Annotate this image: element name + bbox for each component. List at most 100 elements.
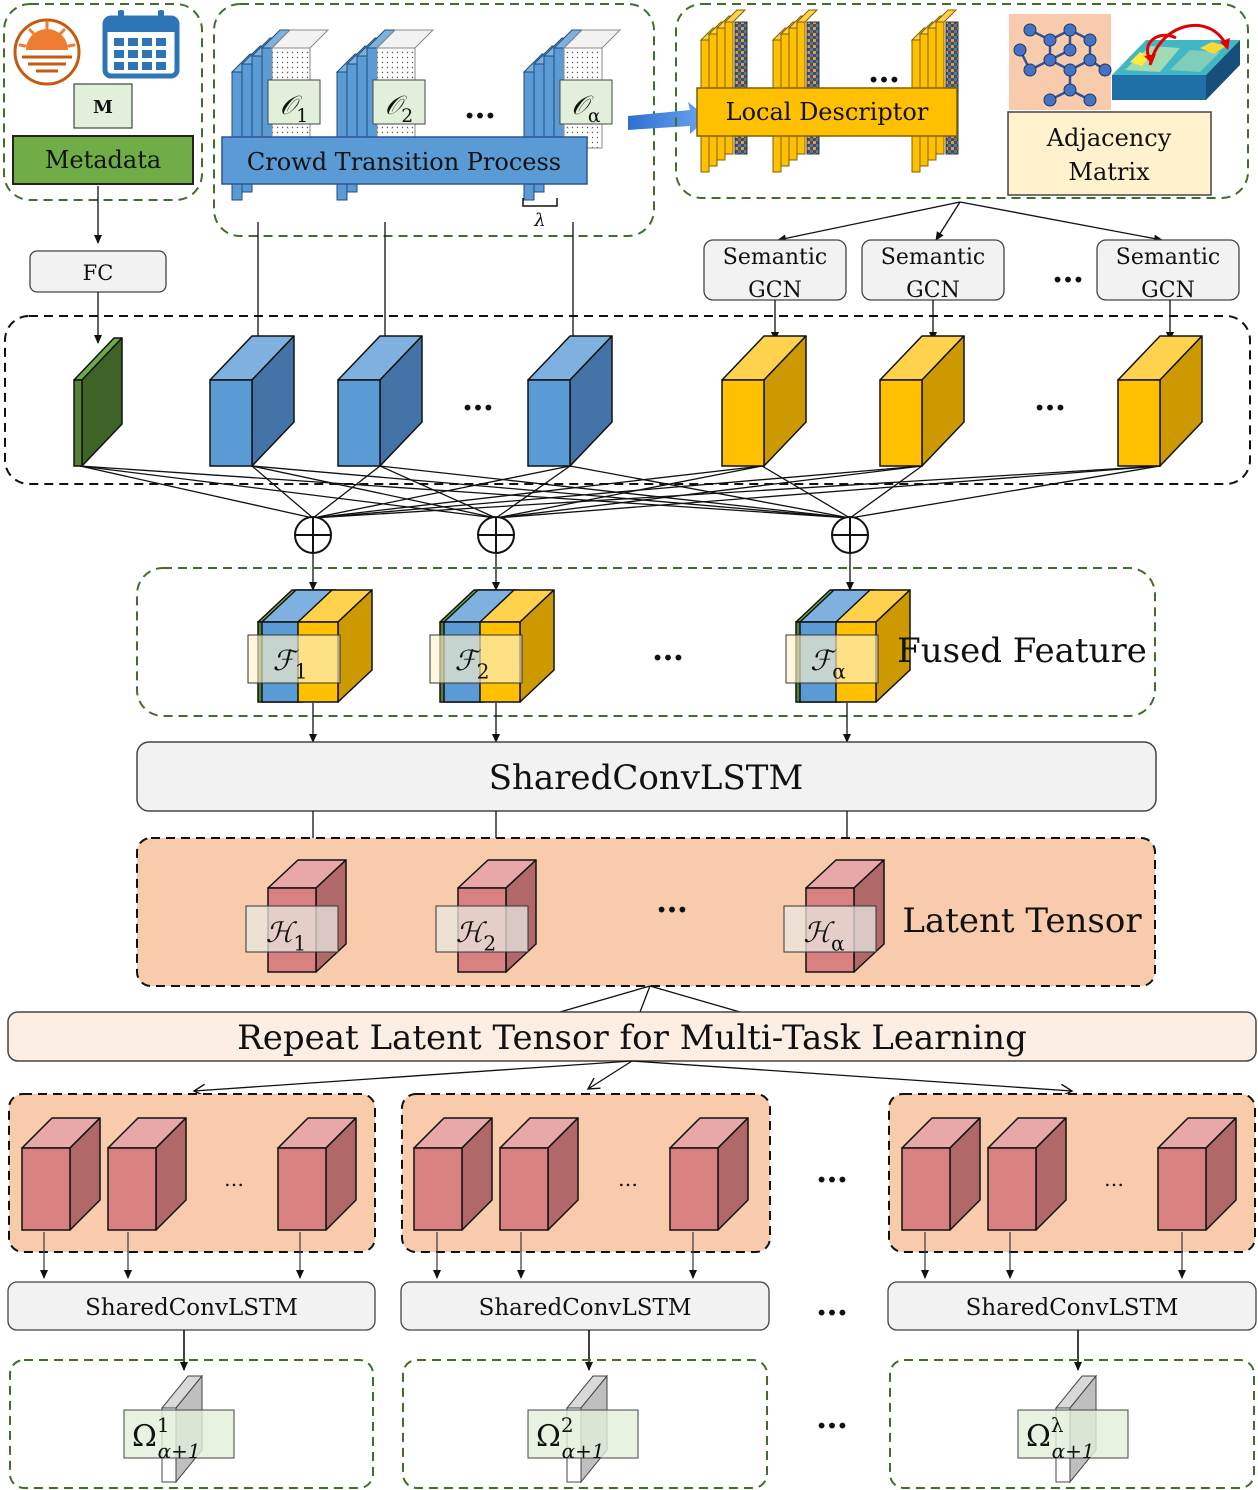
shared-convlstm-main-label: SharedConvLSTM: [489, 758, 804, 798]
repeat-label: Repeat Latent Tensor for Multi-Task Lear…: [237, 1018, 1027, 1058]
feature-cube-blue-3: [527, 335, 613, 467]
arrow-adj-gcn3: [959, 201, 1163, 243]
fused-label-1: ℱ1: [273, 644, 308, 683]
ld-ellipsis: …: [868, 52, 900, 90]
latent-label-2: ℋ2: [456, 916, 497, 955]
latent-group: [136, 837, 1156, 987]
fused-label: Fused Feature: [897, 631, 1147, 671]
latent-cubes: ℋ1 ℋ2 ℋα: [245, 859, 885, 973]
observation-ellipsis: …: [464, 88, 496, 126]
arrow-adj-gcn2: [935, 201, 961, 241]
observation-stack-2: 𝒪2: [335, 29, 435, 201]
blue-arrow-icon: [628, 102, 708, 134]
fc-label: FC: [83, 261, 114, 285]
task-1-cube-1: [21, 1117, 101, 1231]
gcn-2-line2: GCN: [906, 278, 960, 303]
gcn-1-line2: GCN: [748, 278, 802, 303]
task-1-output-group: [9, 1359, 374, 1489]
crowd-transition-box: [221, 136, 588, 185]
gcn-ellipsis: …: [1052, 252, 1084, 290]
task-3-convlstm-box: [887, 1281, 1257, 1331]
task-2-convlstm-label: SharedConvLSTM: [479, 1295, 692, 1321]
calendar-icon: [102, 10, 180, 79]
task-1-convlstm-label: SharedConvLSTM: [85, 1295, 298, 1321]
gcn-box-3: Semantic GCN: [1096, 239, 1240, 303]
fused-group: [136, 567, 1156, 717]
task-1-convlstm-box: [7, 1281, 376, 1331]
feature-cube-blue-1: [209, 335, 295, 467]
plus-2: [477, 516, 515, 554]
lambda-label: λ: [533, 210, 545, 231]
feature-cube-yellow-2: [879, 335, 965, 467]
sunrise-icon: [13, 18, 81, 86]
task-3-cube-1: [901, 1117, 981, 1231]
gcn-3-line2: GCN: [1141, 278, 1195, 303]
latent-cube-3: ℋα: [783, 859, 885, 973]
task-2-output-group: [402, 1359, 768, 1489]
feature-row-group: [4, 315, 1251, 485]
gcn-1-line1: Semantic: [723, 245, 827, 270]
latent-ellipsis: …: [656, 882, 688, 920]
feature-cube-yellow-1: [721, 335, 807, 467]
arrow-adj-gcn1: [777, 201, 961, 243]
task-1-cube-3: [277, 1117, 357, 1231]
task-ellipsis-3: …: [816, 1398, 848, 1436]
local-descriptor-group: [675, 3, 1249, 199]
arrow-repeat-task1: [192, 1060, 633, 1097]
metadata-label: Metadata: [45, 146, 161, 174]
line-latent-repeat-c: [639, 985, 651, 1013]
adjacency-box: [1007, 111, 1212, 196]
task-3-output-group: [889, 1359, 1255, 1489]
task-1-cube-2: [107, 1117, 187, 1231]
surface-map-icon: [1112, 23, 1240, 100]
m-box: [73, 83, 133, 129]
task-ellipsis-2: …: [816, 1285, 848, 1323]
latent-cube-1: ℋ1: [245, 859, 347, 973]
metadata-group: [3, 3, 203, 201]
task-3-cube-3: [1157, 1117, 1237, 1231]
feature-cube-yellow-3: [1117, 335, 1203, 467]
metadata-box: [12, 135, 194, 185]
task-3-convlstm-label: SharedConvLSTM: [966, 1295, 1179, 1321]
molecule-graph-icon: [1009, 14, 1112, 110]
task-2-cube-1: [413, 1117, 493, 1231]
line-latent-repeat-b: [649, 985, 741, 1013]
m-label: M: [93, 97, 113, 118]
line-latent-repeat-a: [559, 985, 651, 1013]
gcn-2-line1: Semantic: [881, 245, 985, 270]
local-descriptor-box: [696, 87, 958, 137]
latent-cube-2: ℋ2: [435, 859, 537, 973]
plus-3: [831, 516, 869, 554]
fused-cube-1: ℱ1: [247, 589, 373, 703]
task-2-cube-2: [499, 1117, 579, 1231]
feature-cube-blue-2: [337, 335, 423, 467]
arrow-repeat-task3: [631, 1060, 1074, 1097]
task-ellipsis-1: …: [816, 1152, 848, 1190]
lambda-brace: [522, 198, 558, 207]
observation-stack-3: 𝒪α: [522, 29, 622, 201]
shared-convlstm-main: [136, 741, 1157, 812]
task-2-cube-3: [669, 1117, 749, 1231]
feature-cubes: [73, 335, 1203, 467]
feature-blue-ellipsis: …: [462, 380, 494, 418]
observation-stack-1: 𝒪1: [230, 29, 330, 201]
task-1-inner-ellipsis: …: [224, 1167, 244, 1191]
gcn-box-1: Semantic GCN: [703, 239, 847, 303]
crowd-transition-label: Crowd Transition Process: [247, 148, 561, 176]
latent-label-1: ℋ1: [266, 916, 307, 955]
latent-label: Latent Tensor: [902, 901, 1142, 941]
adjacency-line2: Matrix: [1068, 158, 1150, 186]
task-2-convlstm-box: [400, 1281, 770, 1331]
task-2-inner-ellipsis: …: [618, 1167, 638, 1191]
gcn-3-line1: Semantic: [1116, 245, 1220, 270]
arrow-repeat-task2: [586, 1060, 633, 1090]
fused-cube-2: ℱ2: [429, 589, 555, 703]
